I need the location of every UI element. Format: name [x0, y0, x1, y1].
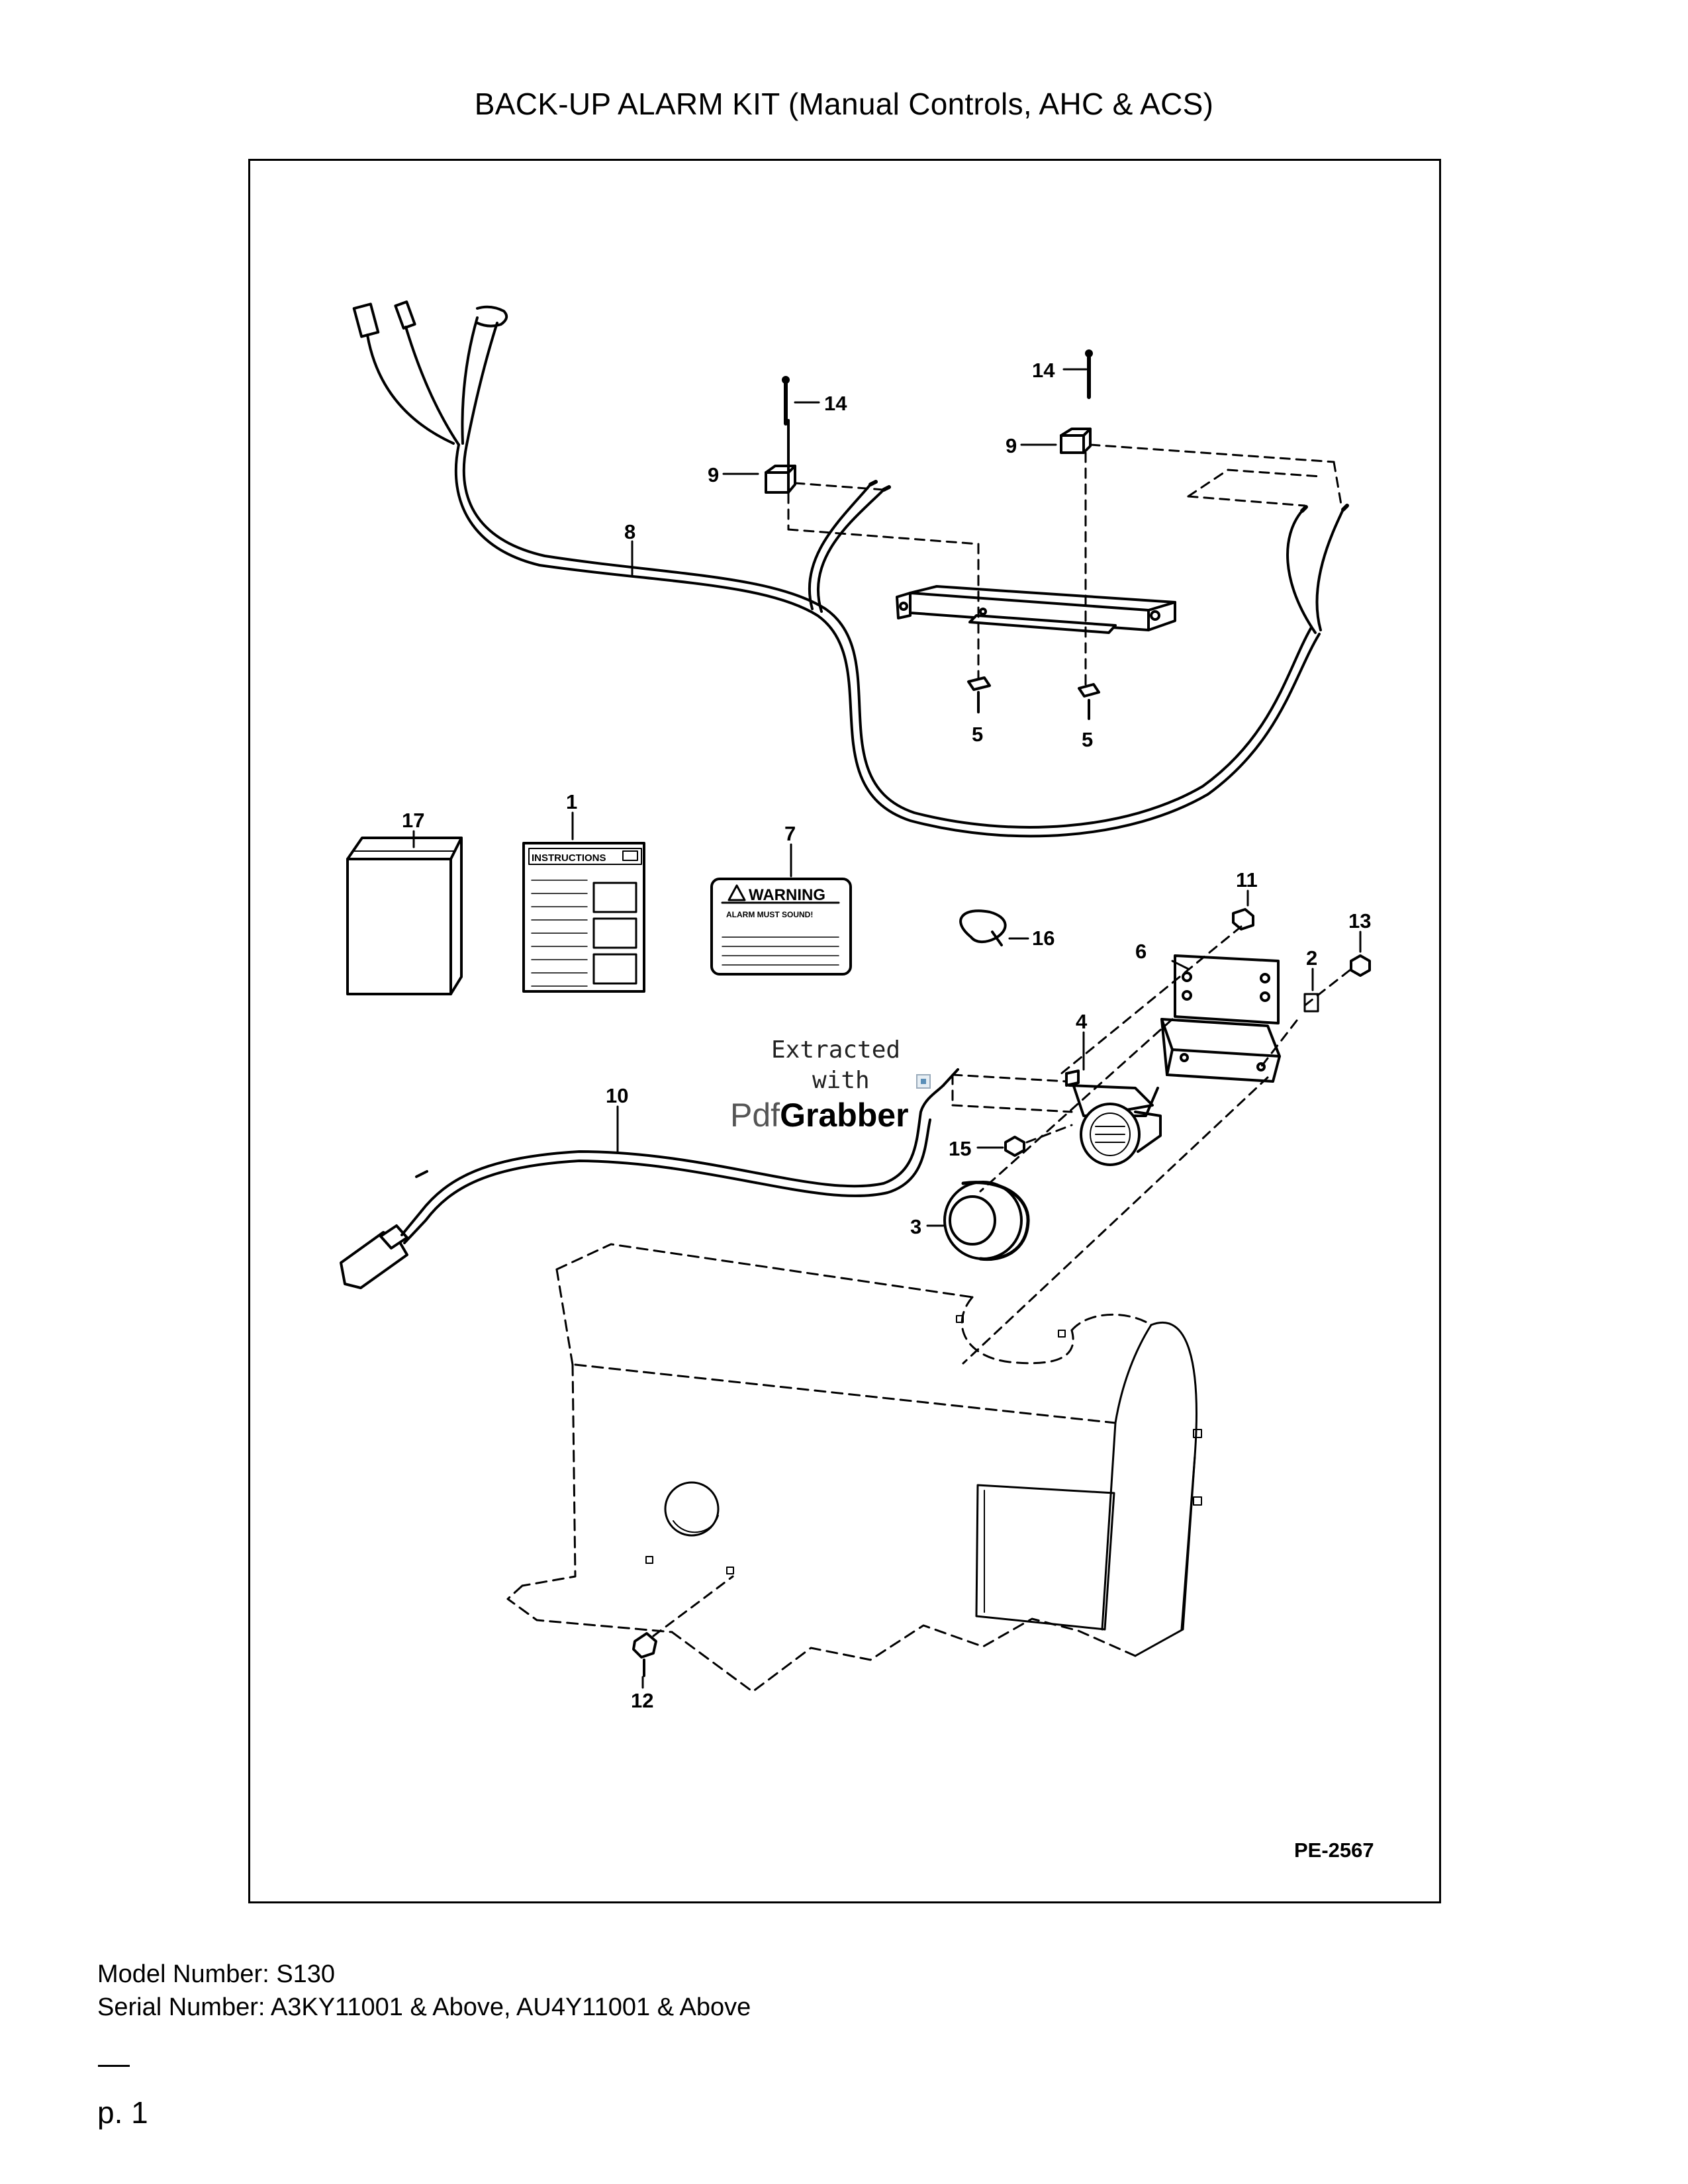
diagram-frame	[248, 159, 1441, 1903]
watermark-line2: with	[812, 1067, 870, 1094]
machine-panel-solid	[645, 1315, 1202, 1657]
page-number: p. 1	[97, 2095, 148, 2130]
page-rule	[98, 2065, 130, 2067]
callout-5: 5	[972, 723, 983, 746]
warning-label: WARNING	[749, 886, 825, 904]
clamp-left	[765, 376, 796, 494]
callout-14: 14	[824, 392, 847, 415]
watermark-brand: PdfGrabber	[730, 1097, 909, 1134]
nut-part	[1004, 1136, 1025, 1157]
callout-1: 1	[566, 790, 577, 813]
upper-leaders	[787, 443, 1343, 690]
alarm-harness	[340, 1068, 959, 1289]
warning-subtext: ALARM MUST SOUND!	[726, 910, 813, 919]
instructions-sheet	[522, 842, 645, 993]
callout-7: 7	[784, 822, 796, 845]
callout-6: 6	[1135, 940, 1147, 963]
drawing-number: PE-2567	[1294, 1839, 1374, 1862]
alarm-bracket	[1160, 954, 1281, 1083]
callout-15: 15	[949, 1137, 971, 1160]
fasteners	[1232, 908, 1371, 1013]
machine-panel	[506, 1243, 1152, 1693]
callout-11: 11	[1236, 868, 1258, 891]
light-bracket	[896, 585, 1176, 634]
cable-tie	[959, 909, 1007, 946]
harness-connectors	[352, 300, 508, 446]
page-title: BACK-UP ALARM KIT (Manual Controls, AHC …	[474, 87, 1214, 121]
callout-17: 17	[402, 809, 424, 832]
callout-4: 4	[1076, 1010, 1088, 1033]
plug-part	[632, 1575, 734, 1677]
backup-alarm	[1065, 1069, 1162, 1166]
callout-9: 9	[708, 463, 719, 486]
box-part	[346, 837, 463, 995]
parts-diagram: INSTRUCTIONS WARNING ALARM MUST SOUND! 1…	[340, 300, 1374, 1862]
harness-cable	[454, 443, 1349, 838]
callout-2: 2	[1306, 946, 1317, 970]
watermark-line1: Extracted	[771, 1036, 900, 1064]
clip-part	[967, 676, 1100, 720]
callout-9: 9	[1006, 434, 1017, 457]
callout-5: 5	[1082, 728, 1093, 751]
model-number: Model Number: S130	[97, 1960, 336, 1988]
callout-12: 12	[631, 1689, 653, 1712]
warning-decal	[710, 878, 852, 976]
watermark-icon	[916, 1074, 931, 1089]
callout-16: 16	[1032, 927, 1055, 950]
grommet	[943, 1181, 1030, 1261]
callout-8: 8	[624, 520, 635, 543]
clamp-right	[1060, 349, 1093, 454]
callout-leaders	[412, 368, 1362, 1689]
callout-3: 3	[910, 1215, 921, 1238]
instructions-label: INSTRUCTIONS	[532, 852, 606, 864]
callout-10: 10	[606, 1084, 628, 1107]
callout-13: 13	[1348, 909, 1371, 933]
alarm-leaders	[951, 925, 1351, 1365]
callout-14: 14	[1032, 359, 1055, 382]
serial-number: Serial Number: A3KY11001 & Above, AU4Y11…	[97, 1993, 751, 2021]
